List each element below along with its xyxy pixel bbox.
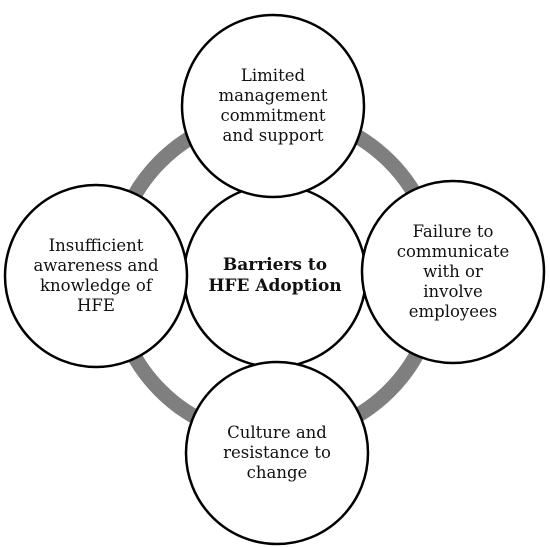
center-label: Barriers to HFE Adoption: [208, 254, 342, 296]
node-label-top: Limited management commitment and suppor…: [218, 65, 328, 146]
node-label-bottom: Culture and resistance to change: [223, 422, 331, 483]
node-circle-top: [180, 13, 366, 199]
node-circle-right: [360, 179, 546, 365]
node-circle-bottom: [184, 360, 370, 546]
node-circle-left: [3, 183, 189, 369]
node-label-left: Insufficient awareness and knowledge of …: [33, 235, 159, 316]
node-label-right: Failure to communicate with or involve e…: [396, 221, 510, 322]
